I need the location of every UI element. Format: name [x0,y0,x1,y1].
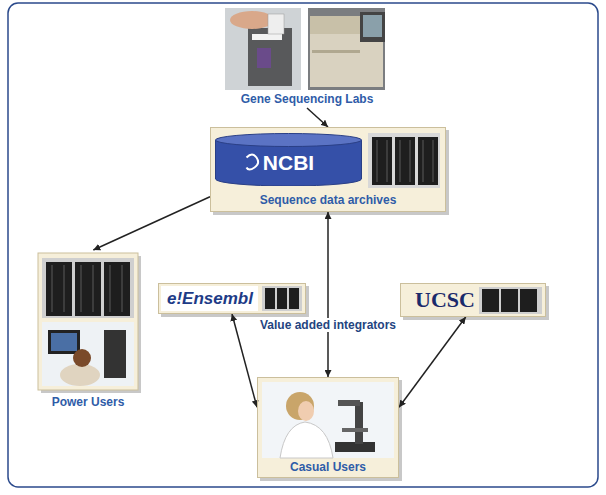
node-label: Gene Sequencing Labs [241,92,374,106]
flow-arrow [399,317,466,407]
outer-frame [8,3,598,487]
group-label: Value added integrators [257,318,399,332]
lab-photo [262,382,394,458]
database-cylinder: NCBI [215,133,362,186]
integrator-box: UCSC [400,283,546,317]
node-label: Power Users [52,395,125,409]
archive-box: Sequence data archives NCBI [210,127,446,212]
node-label: Sequence data archives [260,193,397,207]
node-label: UCSC [415,287,475,313]
integrator-box: e!Ensembl [158,283,306,314]
node-label: NCBI [263,151,314,175]
flow-arrow [327,212,329,377]
workstation-photo [42,322,134,386]
flow-arrow [307,108,328,127]
flow-arrow [232,314,257,407]
server-photo [479,287,542,314]
sequencer-photo [308,8,385,90]
user-group: Power Users [35,250,141,410]
lab-group: Gene Sequencing Labs [222,6,392,108]
logo-ground [161,286,258,311]
node-label: Casual Users [290,460,366,474]
server-photo [42,258,134,318]
flow-arrow [93,197,210,250]
box-fill [158,283,306,314]
user-box [38,253,138,390]
sequencer-photo [225,8,301,90]
user-box: Casual Users [257,377,399,478]
box-fill [257,377,399,478]
node-label: e!Ensembl [167,289,253,309]
box-fill [210,127,446,212]
server-photo [262,286,302,311]
box-fill [400,283,546,317]
server-photo [368,133,440,188]
box-shadow [41,256,141,393]
